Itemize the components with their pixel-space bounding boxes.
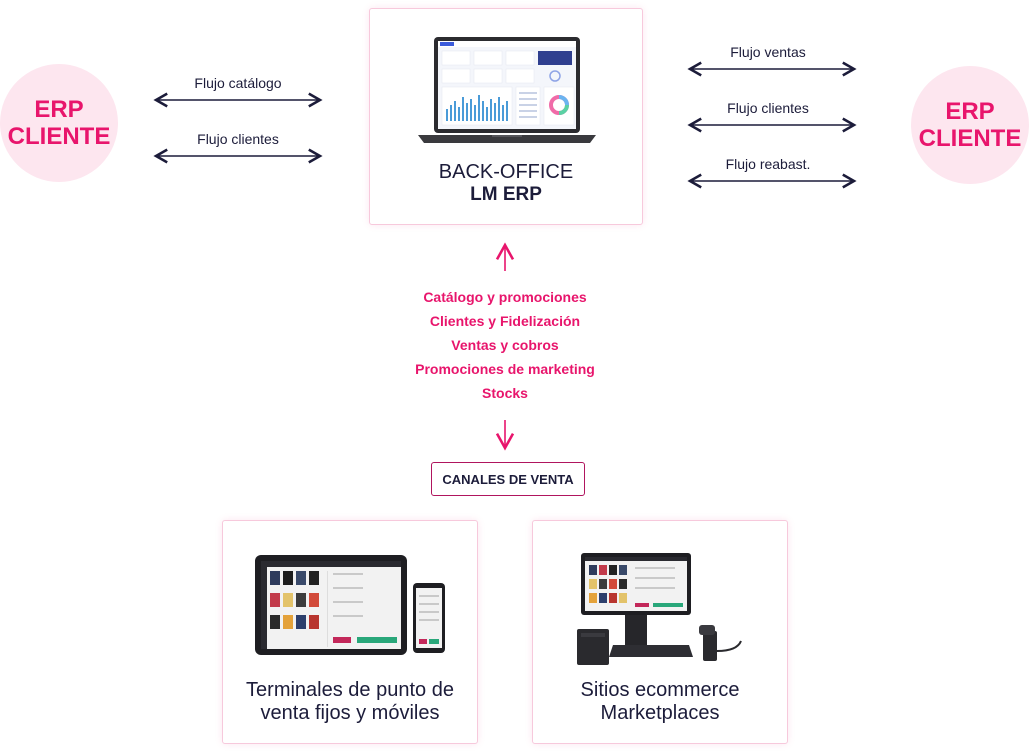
channel-card-pos: Terminales de punto de venta fijos y móv… [222, 520, 478, 744]
backoffice-subtitle: LM ERP [470, 184, 542, 205]
channel-pos-line1: Terminales de punto de [246, 679, 454, 701]
backoffice-card: BACK-OFFICE LM ERP [369, 8, 643, 225]
erp-cliente-right: ERP CLIENTE [911, 66, 1029, 184]
data-flow-item: Clientes y Fidelización [429, 313, 581, 329]
flow-label-reabast: Flujo reabast. [725, 156, 811, 172]
flow-label-clientes-right: Flujo clientes [727, 100, 809, 116]
flow-label-ventas: Flujo ventas [730, 44, 806, 60]
erp-cliente-left: ERP CLIENTE [0, 64, 118, 182]
erp-right-line1: ERP [945, 98, 995, 125]
pos-station-image [577, 553, 742, 665]
erp-left-line1: ERP [34, 96, 84, 123]
channel-pos-line2: venta fijos y móviles [260, 702, 440, 724]
data-flow-item: Promociones de marketing [415, 361, 595, 377]
data-flow-item: Ventas y cobros [451, 337, 559, 353]
laptop-dashboard-image [418, 37, 596, 143]
data-flow-list: Catálogo y promociones Clientes y Fideli… [355, 285, 655, 405]
erp-left-line2: CLIENTE [7, 123, 111, 150]
flow-label-clientes-left: Flujo clientes [197, 131, 279, 147]
backoffice-title: BACK-OFFICE [438, 161, 574, 183]
channel-card-ecommerce: Sitios ecommerce Marketplaces [532, 520, 788, 744]
flow-label-catalogo: Flujo catálogo [194, 75, 282, 91]
canales-de-venta-box: CANALES DE VENTA [431, 462, 585, 496]
channel-ecommerce-line1: Sitios ecommerce [580, 679, 740, 701]
tablet-phone-image [255, 555, 445, 655]
data-flow-item: Stocks [482, 385, 528, 401]
erp-right-line2: CLIENTE [918, 125, 1022, 152]
channel-ecommerce-line2: Marketplaces [600, 702, 720, 724]
data-flow-item: Catálogo y promociones [423, 289, 587, 305]
